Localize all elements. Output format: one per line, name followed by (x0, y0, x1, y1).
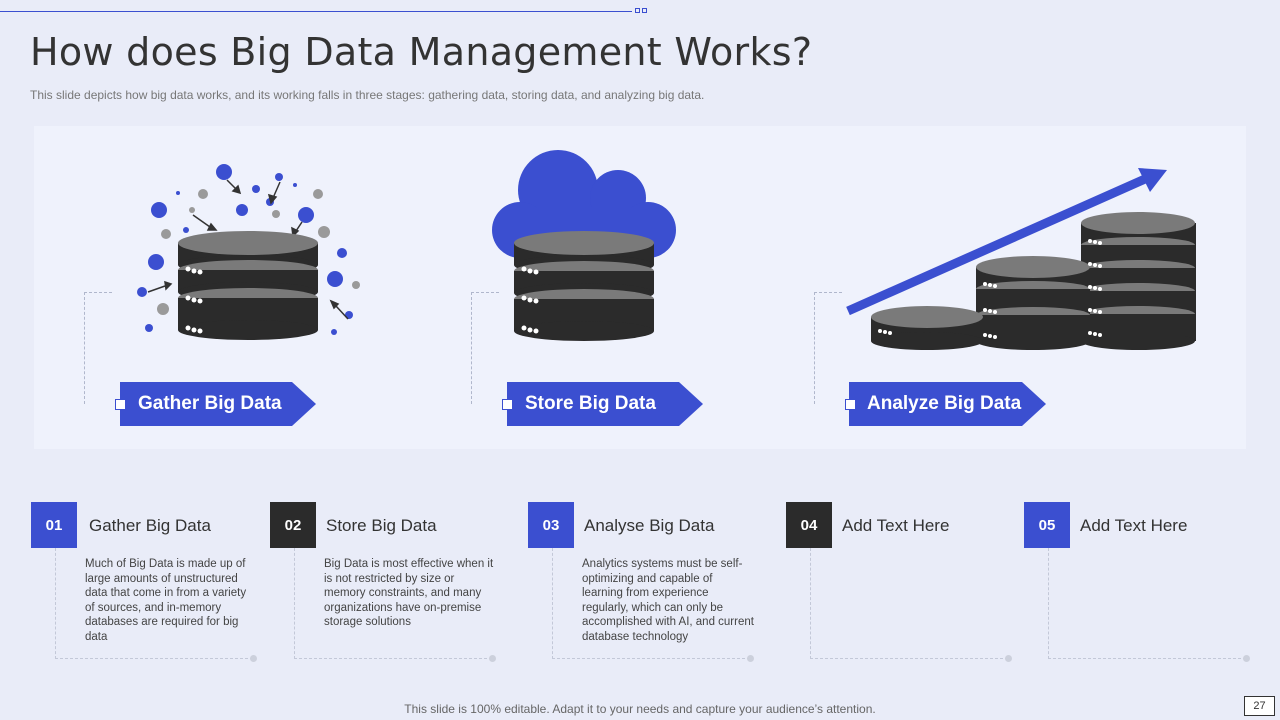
stage-connector (84, 292, 112, 404)
step-connector (1048, 548, 1246, 659)
step-description: Big Data is most effective when it is no… (324, 558, 494, 628)
cloud-database-icon (492, 150, 676, 341)
stage-label-store: Store Big Data (507, 382, 703, 426)
database-gather-icon (137, 164, 360, 340)
top-rule (0, 11, 632, 12)
step-title: Add Text Here (1080, 516, 1188, 535)
step-number: 03 (528, 502, 574, 548)
stage-marker (115, 399, 126, 410)
step-number: 01 (31, 502, 77, 548)
stage-marker (502, 399, 513, 410)
step-number: 02 (270, 502, 316, 548)
stage-label-gather: Gather Big Data (120, 382, 316, 426)
step-dot (747, 655, 754, 662)
step-title: Store Big Data (326, 516, 437, 535)
slide-title: How does Big Data Management Works? (30, 30, 813, 74)
stage-label-analyze: Analyze Big Data (849, 382, 1046, 426)
database-growth-icon (846, 168, 1196, 350)
step-connector (552, 548, 750, 659)
step-title: Add Text Here (842, 516, 950, 535)
step-connector (810, 548, 1008, 659)
step-connector (55, 548, 253, 659)
step-dot (250, 655, 257, 662)
slide-subtitle: This slide depicts how big data works, a… (30, 88, 705, 102)
step-title: Analyse Big Data (584, 516, 715, 535)
step-dot (1005, 655, 1012, 662)
step-title: Gather Big Data (89, 516, 211, 535)
step-connector (294, 548, 492, 659)
step-dot (489, 655, 496, 662)
stage-connector (814, 292, 842, 404)
step-dot (1243, 655, 1250, 662)
step-number: 05 (1024, 502, 1070, 548)
page-number: 27 (1244, 696, 1275, 716)
footer-note: This slide is 100% editable. Adapt it to… (404, 702, 876, 716)
stage-marker (845, 399, 856, 410)
step-number: 04 (786, 502, 832, 548)
step-description: Much of Big Data is made up of large amo… (85, 558, 247, 643)
top-squares-decoration (635, 8, 647, 13)
stage-connector (471, 292, 499, 404)
step-description: Analytics systems must be self-optimizin… (582, 558, 754, 643)
